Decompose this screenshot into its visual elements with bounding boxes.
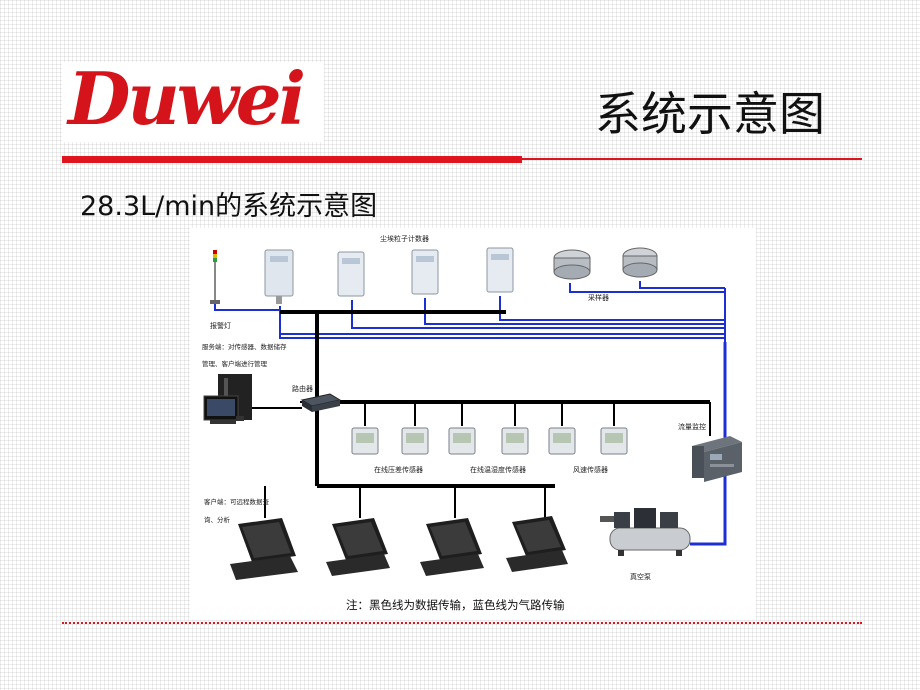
vacuum-pump-icon — [600, 508, 691, 556]
duwei-logo: Duwei — [62, 56, 324, 142]
dust-counter-icon — [264, 249, 294, 304]
temp-sensor-label: 在线温湿度传感器 — [470, 465, 526, 474]
client-label-line1: 客户端：可远程数据查 — [204, 497, 270, 506]
alarm-light-icon — [210, 250, 220, 304]
pressure-sensor-icon — [401, 427, 429, 455]
pressure-sensor-icon — [351, 427, 379, 455]
wind-sensor-label: 风速传感器 — [573, 465, 608, 474]
flow-monitor-label: 流量监控 — [678, 422, 706, 431]
dust-counter-icon — [337, 251, 365, 297]
title-divider — [62, 156, 862, 163]
flow-monitor-icon — [692, 436, 742, 482]
laptop-icon — [326, 518, 390, 576]
laptop-icon — [506, 516, 568, 572]
footer-divider — [62, 622, 862, 624]
system-diagram-svg: 尘埃粒子计数器 采样器 报警灯 服务端：对传感器、数据储存 管理、客户端进行管理 — [202, 234, 742, 612]
wind-sensor-icon — [548, 427, 576, 455]
vacuum-pump-label: 真空泵 — [630, 572, 651, 581]
dust-counter-icon — [486, 247, 514, 293]
page-title: 系统示意图 — [595, 87, 825, 141]
pressure-sensor-label: 在线压差传感器 — [374, 465, 423, 474]
server-pc-icon — [203, 374, 252, 424]
server-label-line1: 服务端：对传感器、数据储存 — [202, 342, 287, 351]
air-lines — [279, 281, 727, 546]
router-icon — [300, 393, 342, 412]
dust-counter-label: 尘埃粒子计数器 — [380, 234, 429, 243]
system-diagram: 尘埃粒子计数器 采样器 报警灯 服务端：对传感器、数据储存 管理、客户端进行管理 — [190, 228, 756, 620]
alarm-light-label: 报警灯 — [210, 321, 231, 330]
temp-sensor-icon — [501, 427, 529, 455]
dust-counter-icon — [411, 249, 439, 295]
legend-note: 注：黑色线为数据传输，蓝色线为气路传输 — [346, 598, 565, 612]
server-label-line2: 管理、客户端进行管理 — [202, 359, 268, 368]
sampler-icon — [553, 249, 591, 280]
laptop-icon — [420, 518, 484, 576]
data-lines — [250, 310, 711, 518]
logo-text: Duwei — [68, 56, 306, 141]
temp-sensor-icon — [448, 427, 476, 455]
router-label: 路由器 — [292, 384, 313, 393]
sampler-label: 采样器 — [588, 293, 609, 302]
laptop-icon — [230, 518, 298, 580]
page-subtitle: 28.3L/min的系统示意图 — [80, 191, 378, 222]
sampler-icon — [622, 247, 658, 278]
client-label-line2: 询、分析 — [204, 515, 231, 524]
wind-sensor-icon — [600, 427, 628, 455]
